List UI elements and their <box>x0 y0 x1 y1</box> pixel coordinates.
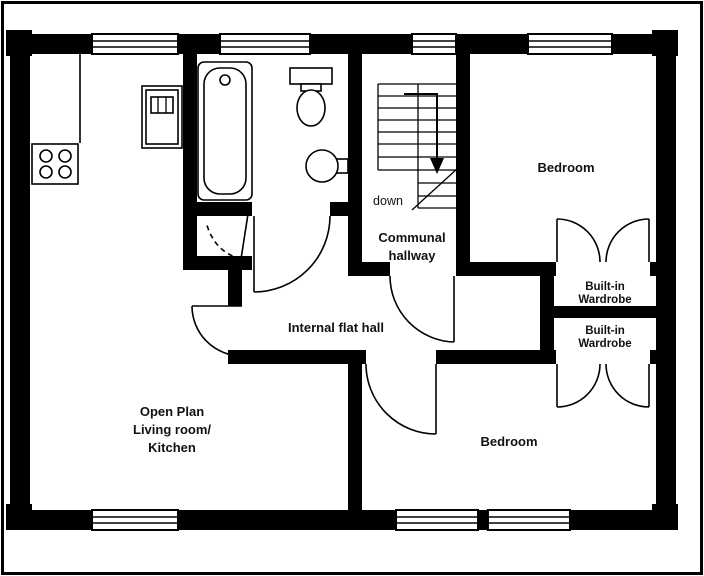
stove-burner <box>39 149 53 163</box>
window <box>219 33 311 55</box>
label-open-plan-line3: Kitchen <box>148 440 196 455</box>
door-swing-arc <box>253 215 331 293</box>
door-swing-arc <box>605 363 650 408</box>
window <box>91 33 179 55</box>
door-swing-arc <box>389 275 455 343</box>
window-frame <box>411 33 457 55</box>
window <box>91 509 179 531</box>
room-labels: Open Plan Living room/ Kitchen Internal … <box>133 160 632 455</box>
door-bathroom <box>253 215 331 293</box>
label-bedroom-bottom: Bedroom <box>480 434 537 449</box>
window-frame <box>219 33 311 55</box>
window-frame <box>395 509 479 531</box>
wall-hallway-bedroom <box>456 54 470 276</box>
wall-bathroom-hallway <box>348 54 362 276</box>
label-communal-line1: Communal <box>378 230 445 245</box>
stove-burner <box>58 149 72 163</box>
stove-burner <box>39 165 53 179</box>
wall-hall-left <box>228 270 242 306</box>
window <box>487 509 571 531</box>
wall-segment <box>656 34 676 530</box>
stair-direction-arrow <box>404 93 438 162</box>
door-bedroom-bottom <box>365 363 437 435</box>
door-swing-arc <box>191 305 243 357</box>
windows-top <box>91 33 613 55</box>
label-open-plan-line2: Living room/ <box>133 422 211 437</box>
stair-arrow-head <box>430 158 444 174</box>
bathtub-drain <box>219 74 231 86</box>
stove-outline <box>31 143 79 185</box>
window-frame <box>91 509 179 531</box>
wall-stub <box>650 350 656 364</box>
wall-kitchen-bathroom <box>183 54 197 270</box>
toilet-bowl <box>296 89 326 127</box>
door-cupboard <box>205 213 249 260</box>
wall-bedroom-top-bottom <box>470 262 556 276</box>
wall-wardrobe-divider <box>554 306 656 318</box>
wall-hallway-bottom <box>362 262 390 276</box>
toilet-icon <box>289 67 333 127</box>
label-open-plan-line1: Open Plan <box>140 404 204 419</box>
bathtub-icon <box>197 61 253 201</box>
label-bedroom-top: Bedroom <box>537 160 594 175</box>
door-living-room <box>191 305 243 357</box>
label-stairs-down: down <box>373 194 403 208</box>
label-wardrobe-bottom-line2: Wardrobe <box>578 338 631 350</box>
door-swing-arc-dashed <box>205 221 242 260</box>
stove-icon <box>31 143 79 185</box>
bathroom-fixtures <box>197 61 349 201</box>
toilet-cistern <box>289 67 333 85</box>
wall-bathroom-bottom-left <box>197 202 252 216</box>
label-wardrobe-top-line1: Built-in <box>585 281 625 293</box>
window-frame <box>91 33 179 55</box>
window-frame <box>487 509 571 531</box>
wall-cupboard-bottom <box>183 256 252 270</box>
stove-burner <box>58 165 72 179</box>
window-frame <box>527 33 613 55</box>
doors <box>191 213 650 435</box>
door-leaf <box>240 213 249 260</box>
wall-stub <box>650 262 656 276</box>
label-internal-flat-hall: Internal flat hall <box>288 320 384 335</box>
window <box>411 33 457 55</box>
door-swing-arc <box>556 218 601 263</box>
kitchen-fixtures <box>31 54 183 185</box>
appliance-icon <box>141 85 183 149</box>
wall-wardrobe-left <box>540 262 554 364</box>
wardrobe-bottom-doors <box>556 363 650 408</box>
door-swing-arc <box>365 363 437 435</box>
outer-wall-corners <box>6 30 678 530</box>
sink-icon <box>305 149 349 183</box>
wardrobe-top-doors <box>556 218 650 263</box>
bathtub-inner <box>203 67 247 195</box>
stairs <box>377 83 459 211</box>
label-wardrobe-bottom-line1: Built-in <box>585 325 625 337</box>
label-wardrobe-top-line2: Wardrobe <box>578 294 631 306</box>
wall-hall-bottom-right <box>436 350 556 364</box>
interior-walls <box>183 54 656 510</box>
stair-break-line <box>411 167 459 211</box>
window <box>395 509 479 531</box>
sink-basin <box>305 149 339 183</box>
label-communal-line2: hallway <box>389 248 437 263</box>
wall-segment <box>10 34 30 530</box>
windows-bottom <box>91 509 571 531</box>
outer-walls <box>10 34 676 530</box>
door-flat-entrance <box>389 275 455 343</box>
door-swing-arc <box>605 218 650 263</box>
door-swing-arc <box>556 363 601 408</box>
appliance-panel <box>150 96 174 114</box>
wall-living-bedroom <box>348 364 362 510</box>
wall-hall-bottom-left <box>228 350 366 364</box>
window <box>527 33 613 55</box>
